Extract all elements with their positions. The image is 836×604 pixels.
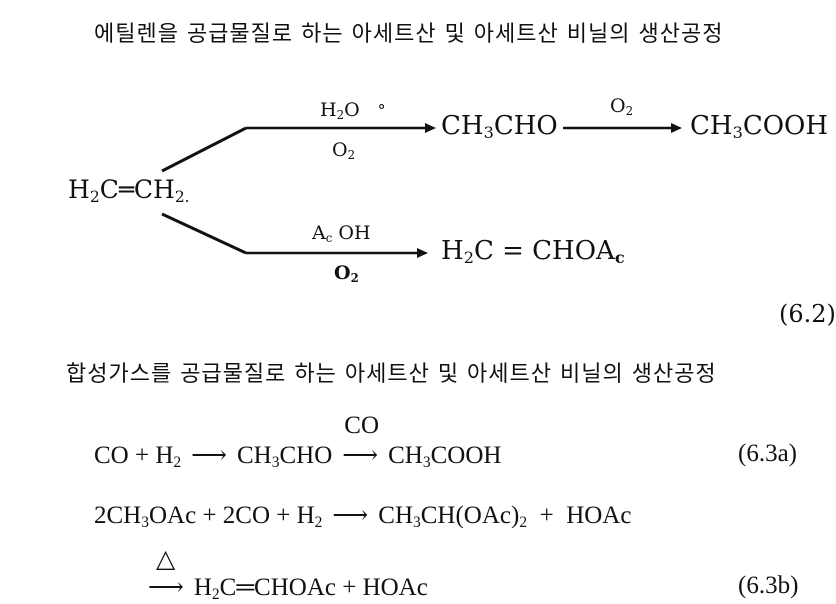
equation-number-6-3b: (6.3b) xyxy=(738,572,799,599)
heading-ethylene-process: 에틸렌을 공급물질로 하는 아세트산 및 아세트산 비닐의 생산공정 xyxy=(94,22,724,47)
product-acetaldehyde: CH3CHO xyxy=(441,111,558,143)
equation-6-3b-line1: 2CH3OAc + 2CO + H2⟶CH3CH(OAc)2 + HOAc xyxy=(94,502,632,531)
equation-number-6-3a: (6.3a) xyxy=(738,440,797,467)
reaction-scheme-lines xyxy=(161,123,682,258)
lower-condition-oxygen: O2 xyxy=(334,262,359,285)
upper-condition-water: H2O° xyxy=(320,99,386,122)
heading-syngas-process: 합성가스를 공급물질로 하는 아세트산 및 아세트산 비닐의 생산공정 xyxy=(66,362,717,387)
lower-branch-line xyxy=(161,212,247,255)
lower-condition-acetic-acid: Ac OH xyxy=(312,222,371,245)
equation-6-3b-line2: △⟶H2C═CHOAc + HOAc xyxy=(148,546,428,603)
product-vinyl-acetate: H2C = CHOAc xyxy=(441,236,625,268)
upper-arrow-head xyxy=(425,123,436,133)
second-arrow-head xyxy=(671,123,682,133)
equation-number-6-2: (6.2) xyxy=(779,300,836,328)
reactant-ethylene: H2C═CH2. xyxy=(68,175,190,206)
upper-branch-line xyxy=(161,126,247,173)
second-condition-oxygen: O2 xyxy=(610,95,634,118)
upper-condition-oxygen: O2 xyxy=(332,139,356,162)
lower-arrow-head xyxy=(417,248,428,258)
product-acetic-acid: CH3COOH xyxy=(690,111,829,143)
